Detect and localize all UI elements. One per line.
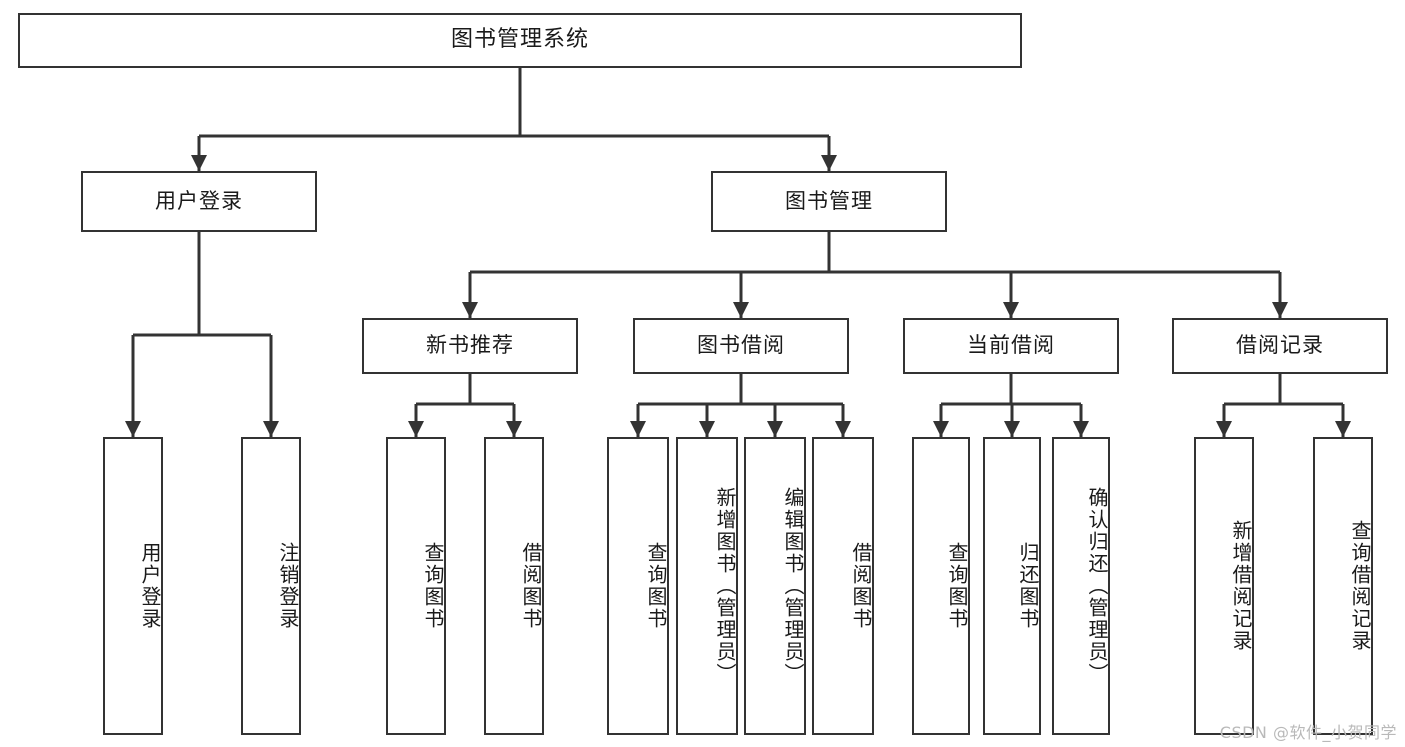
arrowhead-leaf-login-2: [263, 421, 279, 437]
node-leaf-bor-1[interactable]: 查询图书: [607, 437, 669, 735]
node-root[interactable]: 图书管理系统: [18, 13, 1022, 68]
arrowhead-leaf-bor-1: [630, 421, 646, 437]
node-label: 编辑图书（管理员）: [781, 487, 805, 685]
node-leaf-rec-2[interactable]: 查询借阅记录: [1313, 437, 1373, 735]
node-leaf-cur-1[interactable]: 查询图书: [912, 437, 970, 735]
node-newbook[interactable]: 新书推荐: [362, 318, 578, 374]
arrowhead-leaf-rec-1: [1216, 421, 1232, 437]
node-label: 查询图书: [421, 542, 445, 630]
node-label: 确认归还（管理员）: [1085, 487, 1109, 685]
arrowhead-leaf-bor-3: [767, 421, 783, 437]
node-label: 借阅图书: [849, 542, 873, 630]
node-label: 用户登录: [138, 542, 162, 630]
node-leaf-bor-4[interactable]: 借阅图书: [812, 437, 874, 735]
node-label: 查询图书: [945, 542, 969, 630]
node-leaf-cur-2[interactable]: 归还图书: [983, 437, 1041, 735]
node-bookmgmt[interactable]: 图书管理: [711, 171, 947, 232]
node-leaf-login-1[interactable]: 用户登录: [103, 437, 163, 735]
node-label: 注销登录: [276, 542, 300, 630]
arrowhead-borrow: [733, 302, 749, 318]
arrowhead-login: [191, 155, 207, 171]
node-label: 当前借阅: [967, 333, 1055, 358]
node-leaf-rec-1[interactable]: 新增借阅记录: [1194, 437, 1254, 735]
node-leaf-login-2[interactable]: 注销登录: [241, 437, 301, 735]
arrowhead-records: [1272, 302, 1288, 318]
arrowhead-bookmgmt: [821, 155, 837, 171]
arrowhead-newbook: [462, 302, 478, 318]
node-label: 归还图书: [1016, 542, 1040, 630]
node-records[interactable]: 借阅记录: [1172, 318, 1388, 374]
arrowhead-leaf-cur-3: [1073, 421, 1089, 437]
arrowhead-leaf-rec-2: [1335, 421, 1351, 437]
node-leaf-cur-3[interactable]: 确认归还（管理员）: [1052, 437, 1110, 735]
node-label: 图书借阅: [697, 333, 785, 358]
arrowhead-leaf-new-1: [408, 421, 424, 437]
node-label: 查询图书: [644, 542, 668, 630]
arrowhead-leaf-cur-2: [1004, 421, 1020, 437]
node-label: 用户登录: [155, 188, 243, 213]
arrowhead-current: [1003, 302, 1019, 318]
node-current[interactable]: 当前借阅: [903, 318, 1119, 374]
node-leaf-new-2[interactable]: 借阅图书: [484, 437, 544, 735]
node-label: 新增图书（管理员）: [713, 487, 737, 685]
node-login[interactable]: 用户登录: [81, 171, 317, 232]
node-leaf-new-1[interactable]: 查询图书: [386, 437, 446, 735]
node-label: 借阅图书: [519, 542, 543, 630]
node-label: 新书推荐: [426, 333, 514, 358]
node-label: 查询借阅记录: [1348, 520, 1372, 652]
node-label: 新增借阅记录: [1229, 520, 1253, 652]
arrowhead-leaf-login-1: [125, 421, 141, 437]
node-borrow[interactable]: 图书借阅: [633, 318, 849, 374]
arrowhead-leaf-cur-1: [933, 421, 949, 437]
node-leaf-bor-2[interactable]: 新增图书（管理员）: [676, 437, 738, 735]
arrowhead-leaf-new-2: [506, 421, 522, 437]
node-label: 借阅记录: [1236, 333, 1324, 358]
node-leaf-bor-3[interactable]: 编辑图书（管理员）: [744, 437, 806, 735]
node-label: 图书管理: [785, 188, 873, 213]
arrowhead-leaf-bor-4: [835, 421, 851, 437]
node-label: 图书管理系统: [450, 27, 589, 53]
arrowhead-leaf-bor-2: [699, 421, 715, 437]
